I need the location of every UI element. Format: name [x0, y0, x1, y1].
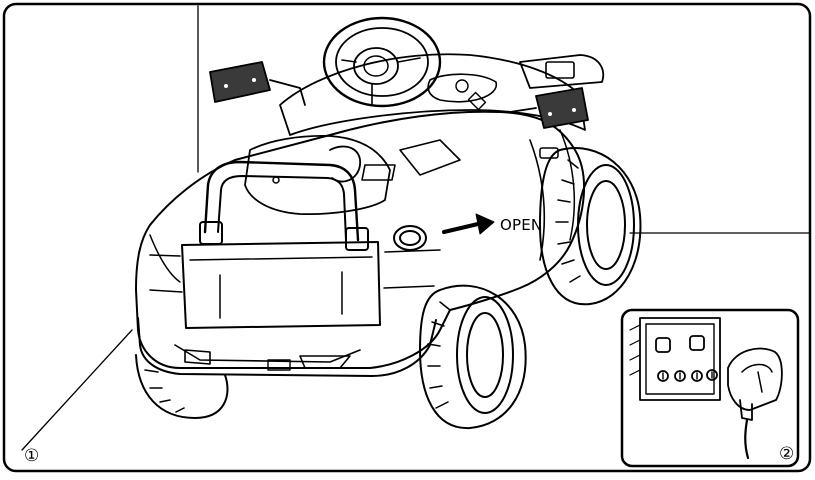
callout-number-2: ②: [779, 444, 795, 464]
rear-wheel-left: [135, 354, 229, 419]
mirror-right: [509, 87, 589, 129]
mirror-left: [209, 61, 306, 106]
steering-wheel: [322, 16, 442, 108]
leader-lines: [21, 5, 811, 451]
car-body: [135, 110, 585, 369]
rear-handlebar: [203, 160, 360, 242]
callout-number-1: ①: [24, 446, 40, 466]
direction-arrow-icon: [442, 213, 495, 235]
outer-frame: [2, 2, 812, 473]
power-inset: [620, 308, 800, 468]
ride-on-car-illustration: [135, 16, 642, 430]
tailgate: [181, 241, 381, 329]
rear-wheel-right: [539, 147, 642, 306]
wall-socket-icon: [629, 317, 721, 401]
open-label: OPEN: [500, 216, 543, 234]
power-adapter-icon: [727, 347, 783, 460]
rear-bumper: [137, 317, 437, 377]
front-wheel-right: [419, 284, 527, 430]
charging-port: [393, 225, 427, 251]
